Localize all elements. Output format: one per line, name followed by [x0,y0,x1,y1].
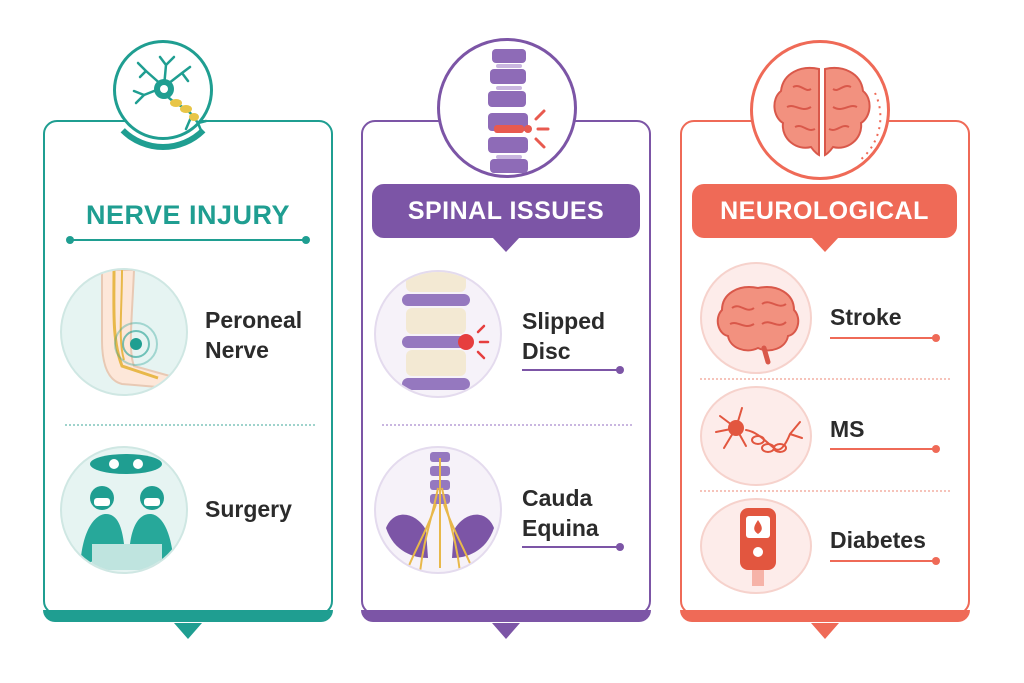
item-underline [522,366,624,374]
neuron-icon [113,40,213,140]
item-underline [830,557,940,565]
brain-icon [700,262,812,374]
panel-notch [492,623,520,639]
spine-icon [437,38,577,178]
item-underline [830,334,940,342]
item-label-peroneal: Peroneal Nerve [205,307,303,363]
divider [65,424,315,426]
item-label-cauda-equina: Cauda Equina [522,485,599,541]
item-label-ms: MS [830,416,865,442]
cauda-equina-icon [374,446,502,574]
item-label-surgery: Surgery [205,496,292,522]
panel-title: NERVE INJURY [85,200,291,230]
glucose-meter-icon [700,498,812,594]
panel-base [361,610,651,622]
divider [700,490,950,492]
item-label-slipped-disc: Slipped Disc [522,308,606,364]
neuron-icon [700,386,812,486]
item-underline [830,445,940,453]
divider [382,424,632,426]
item-label-stroke: Stroke [830,304,902,330]
item-underline [522,543,624,551]
divider [700,378,950,380]
leg-nerve-icon [60,268,188,396]
surgeons-icon [60,446,188,574]
panel-notch [174,623,202,639]
panel-base [680,610,970,622]
panel-title: NEUROLOGICAL [692,184,957,252]
panel-base [43,610,333,622]
panel-title: SPINAL ISSUES [372,184,640,252]
brain-icon [750,40,890,180]
disc-icon [374,270,502,398]
title-divider [66,236,310,244]
arc-decoration [103,30,223,150]
item-label-diabetes: Diabetes [830,527,926,553]
panel-notch [811,623,839,639]
